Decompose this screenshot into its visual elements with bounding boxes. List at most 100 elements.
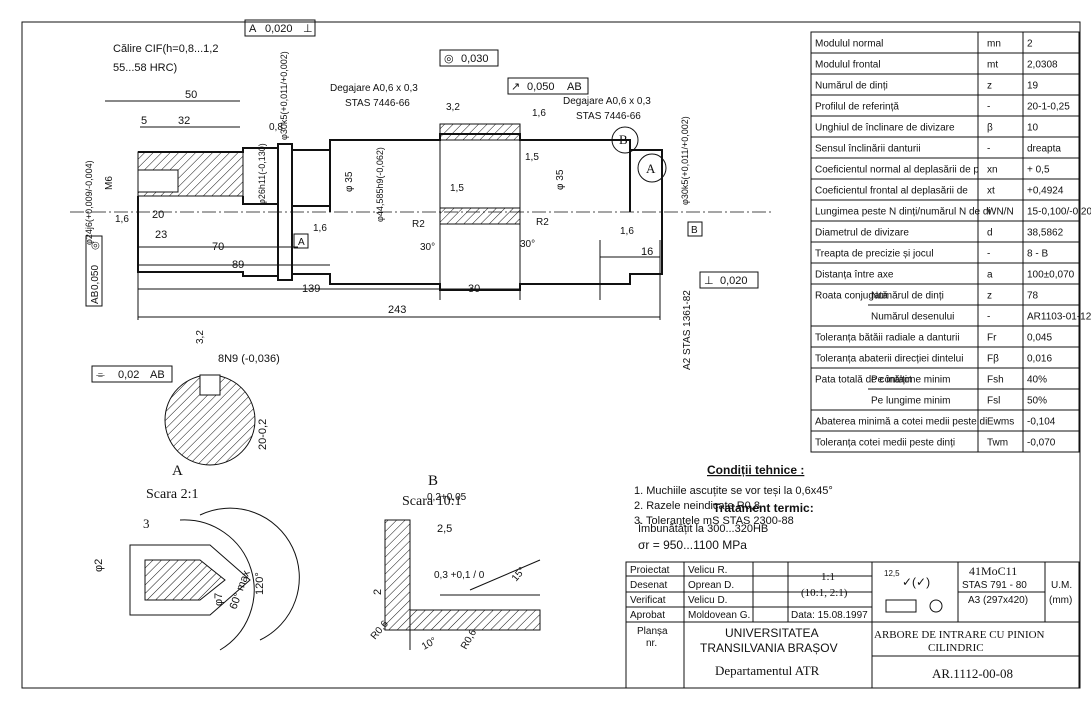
svg-text:23: 23	[155, 229, 167, 241]
param-symbol: Fr	[987, 333, 997, 344]
param-label: Toleranța cotei medii peste dinți	[815, 438, 955, 449]
svg-text:φ 35: φ 35	[344, 171, 355, 192]
svg-text:1,6: 1,6	[532, 108, 546, 119]
tol-frame-perp	[244, 19, 316, 37]
svg-text:16: 16	[641, 246, 653, 258]
svg-text:Data: 15.08.1997: Data: 15.08.1997	[791, 610, 868, 621]
svg-text:Condiții tehnice :: Condiții tehnice :	[707, 463, 804, 477]
detail-b-view	[384, 519, 541, 650]
param-symbol: mt	[987, 60, 998, 71]
svg-text:41MoC11: 41MoC11	[969, 564, 1017, 578]
param-label: Coeficientul frontal al deplasării de	[815, 186, 968, 197]
param-label: Distanța între axe	[815, 270, 894, 281]
tol-runout-gear-datum: AB	[567, 81, 582, 93]
param-label: Unghiul de înclinare de divizare	[815, 123, 955, 134]
param-symbol: mn	[987, 39, 1001, 50]
param-value: 0,045	[1027, 333, 1052, 344]
param-value: 2	[1027, 39, 1033, 50]
param-value: dreapta	[1027, 144, 1061, 155]
detail-a-scale: Scara 2:1	[146, 487, 198, 502]
svg-text:243: 243	[388, 304, 406, 316]
svg-text:R0,6: R0,6	[459, 627, 479, 651]
svg-text:AR.1112-00-08: AR.1112-00-08	[932, 666, 1013, 681]
svg-text:70: 70	[212, 241, 224, 253]
svg-text:Moldovean G.: Moldovean G.	[688, 610, 750, 621]
svg-text:nr.: nr.	[646, 638, 657, 649]
detail-b-marker	[611, 126, 639, 154]
param-label: Modulul normal	[815, 39, 883, 50]
tol-frame-perp-bottom	[699, 271, 759, 289]
param-value: 0,016	[1027, 354, 1052, 365]
param-value: 20-1-0,25	[1027, 102, 1070, 113]
groove-label-2: Degajare A0,6 x 0,3	[563, 96, 651, 107]
svg-text:Proiectat: Proiectat	[630, 565, 670, 576]
tol-perp-symbol: ⊥	[303, 23, 313, 35]
param-label: Modulul frontal	[815, 60, 881, 71]
svg-text:1,5: 1,5	[450, 183, 464, 194]
tol-frame-sym-key	[91, 365, 173, 383]
param-symbol: a	[987, 270, 993, 281]
svg-text:φ2: φ2	[93, 559, 105, 572]
param-sublabel: Pe înălțime minim	[871, 375, 950, 386]
param-label: Roata conjugată	[815, 291, 888, 302]
param-symbol: Fsh	[987, 375, 1004, 386]
tol-sym-key-symbol: ⌯	[96, 369, 105, 381]
svg-text:2. Razele neindicate R0,8: 2. Razele neindicate R0,8	[634, 500, 760, 512]
tol-frame-runout-top	[439, 49, 499, 67]
svg-text:φ 35: φ 35	[555, 169, 566, 190]
param-symbol: -	[987, 144, 990, 155]
svg-text:(10:1, 2:1): (10:1, 2:1)	[801, 587, 848, 599]
svg-text:1,6: 1,6	[313, 223, 327, 234]
svg-text:10°: 10°	[420, 636, 439, 653]
tol-runout-gear-value: 0,050	[527, 81, 555, 93]
svg-text:✓(✓): ✓(✓)	[902, 575, 930, 589]
svg-text:STAS 791 - 80: STAS 791 - 80	[962, 580, 1027, 591]
key-section	[164, 374, 256, 466]
param-sublabel: Numărul de dinți	[871, 291, 944, 302]
param-label: Pata totală de contact	[815, 375, 912, 386]
detail-b-title: B	[428, 473, 438, 489]
svg-text:CILINDRIC: CILINDRIC	[928, 642, 984, 654]
svg-text:1,5: 1,5	[525, 152, 539, 163]
param-label: Profilul de referință	[815, 102, 899, 113]
param-label: Diametrul de divizare	[815, 228, 909, 239]
detail-b-callout: B	[619, 132, 628, 147]
svg-text:Tratament termic:: Tratament termic:	[713, 501, 814, 515]
param-value: 40%	[1027, 375, 1047, 386]
tol-perp-datum: A	[249, 23, 257, 35]
param-symbol: -	[987, 102, 990, 113]
param-value: 50%	[1027, 396, 1047, 407]
drawing-labels: Călire CIF(h=0,8...1,2 55...58 HRC) Dega…	[84, 23, 748, 450]
param-value: -0,070	[1027, 438, 1056, 449]
param-symbol: xt	[987, 186, 995, 197]
svg-text:0,8: 0,8	[269, 122, 283, 133]
svg-text:0,2+0,05: 0,2+0,05	[427, 492, 467, 503]
param-symbol: d	[987, 228, 993, 239]
dimension-lines	[105, 100, 661, 320]
svg-text:φ26h11(-0,130): φ26h11(-0,130)	[257, 143, 267, 205]
param-value: AR1103-01-12	[1027, 312, 1091, 323]
param-value: 15-0,100/-0,200 / 3	[1027, 207, 1091, 218]
tol-runout-left-value: 0,050	[90, 265, 101, 290]
tol-perp-bottom-value: 0,020	[720, 275, 748, 287]
svg-text:89: 89	[232, 259, 244, 271]
hardness-note: 55...58 HRC)	[113, 62, 177, 74]
tol-sym-key-value: 0,02	[118, 369, 139, 381]
tol-perp-value: 0,020	[265, 23, 293, 35]
tol-runout-left-datum: AB	[90, 290, 101, 304]
param-label: Numărul de dinți	[815, 81, 888, 92]
param-symbol: Fβ	[987, 354, 999, 365]
svg-text:A3 (297x420): A3 (297x420)	[968, 595, 1028, 606]
svg-text:1. Muchiile ascuțite se vor te: 1. Muchiile ascuțite se vor teși la 0,6x…	[634, 485, 833, 497]
param-value: 19	[1027, 81, 1039, 92]
detail-a-view	[129, 507, 300, 651]
param-symbol: z	[987, 81, 992, 92]
svg-text:σr = 950...1100 MPa: σr = 950...1100 MPa	[638, 538, 747, 552]
param-sublabel: Pe lungime minim	[871, 396, 950, 407]
datum-b-box	[687, 221, 703, 237]
svg-text:3,2: 3,2	[446, 102, 460, 113]
param-label: Toleranța bătăii radiale a danturii	[815, 333, 960, 344]
param-label: Coeficientul normal al deplasării de p	[815, 165, 979, 176]
param-label: Treapta de precizie și jocul	[815, 249, 934, 260]
